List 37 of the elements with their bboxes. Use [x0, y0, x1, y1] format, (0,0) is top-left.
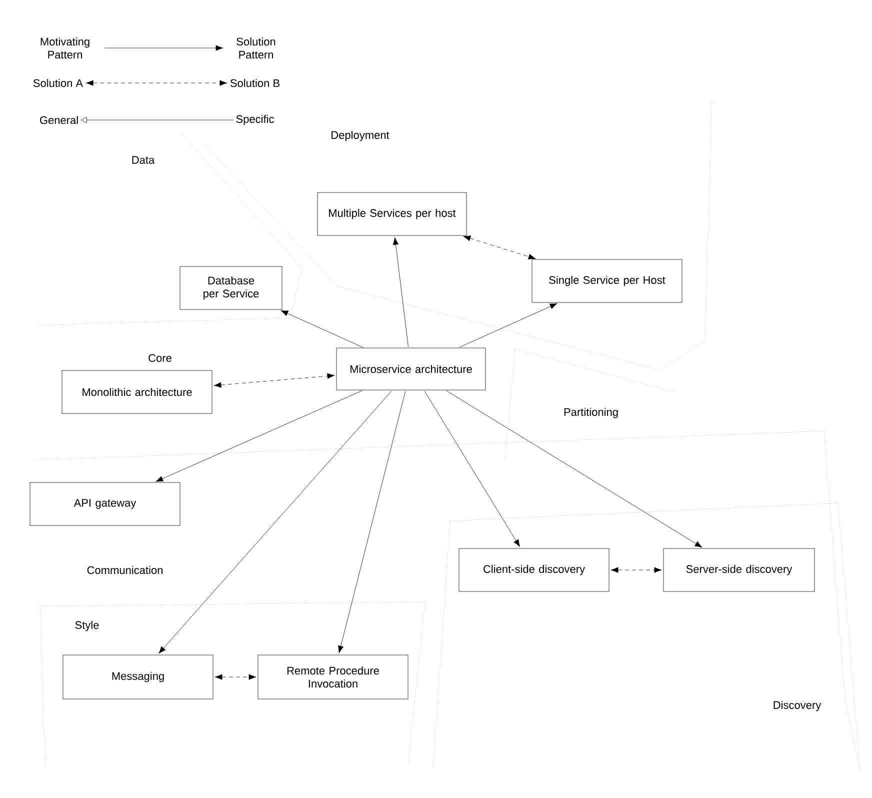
arrow	[214, 674, 256, 680]
legend-text: Motivating Pattern	[40, 37, 90, 59]
region-label: Partitioning	[564, 408, 618, 418]
arrow	[214, 373, 335, 388]
pattern-box: Server-side discovery	[663, 548, 815, 592]
legend-text: Solution Pattern	[236, 37, 276, 59]
pattern-box: Client-side discovery	[458, 548, 610, 592]
legend-text: Solution A	[33, 78, 84, 88]
region-label: Communication	[87, 566, 162, 574]
region-label: Discovery	[774, 700, 822, 712]
arrow	[158, 390, 392, 654]
legend-text: Specific	[236, 114, 274, 126]
pattern-box: Monolithic architecture	[62, 370, 212, 414]
arrow	[392, 237, 408, 347]
pattern-box: Database per Service	[180, 266, 282, 310]
legend-text: Solution B	[230, 78, 280, 88]
region-label: Style	[75, 620, 99, 632]
arrow	[280, 310, 364, 348]
arrow	[424, 390, 520, 547]
arrow	[446, 390, 702, 548]
arrow	[156, 390, 362, 482]
arrow	[610, 567, 662, 573]
region-label: Data	[132, 156, 155, 164]
pattern-box: Remote Procedure Invocation	[258, 654, 408, 700]
arrow	[86, 80, 228, 86]
legend-text: General	[40, 116, 78, 124]
pattern-box: Multiple Services per host	[317, 192, 467, 236]
arrow	[104, 45, 224, 51]
arrow	[338, 390, 406, 654]
pattern-box: API gateway	[30, 482, 180, 526]
arrow	[81, 117, 234, 123]
arrow	[463, 236, 536, 260]
pattern-box: Messaging	[62, 654, 214, 700]
pattern-box: Microservice architecture	[336, 348, 486, 390]
arrow	[458, 303, 558, 348]
region-label: Deployment	[332, 130, 390, 142]
pattern-box: Single Service per Host	[532, 259, 682, 303]
